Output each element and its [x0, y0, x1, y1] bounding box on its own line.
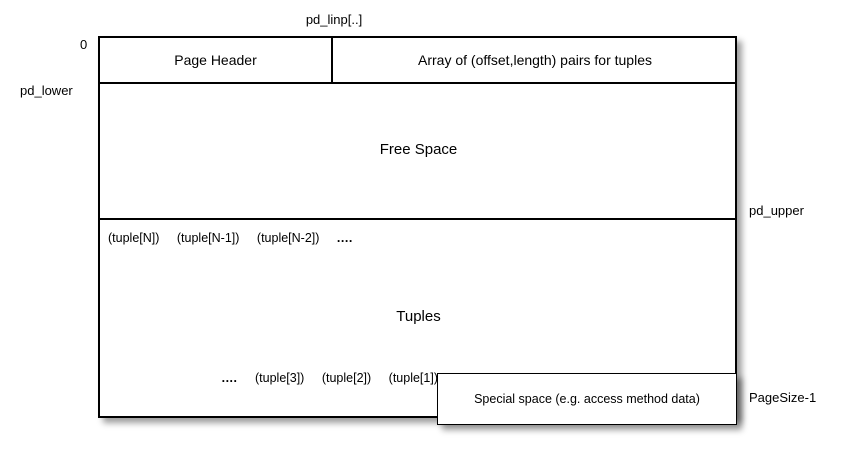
tuple-label: (tuple[N-1]) [176, 231, 240, 245]
annotation-pd-upper: pd_upper [749, 203, 804, 218]
annotation-pd-linp: pd_linp[..] [305, 12, 363, 27]
region-special-space: Special space (e.g. access method data) [437, 373, 737, 425]
divider-pd-lower [100, 82, 735, 84]
annotation-offset-zero: 0 [80, 37, 88, 52]
divider-pd-upper [100, 218, 735, 220]
annotation-page-size-end: PageSize-1 [749, 390, 817, 405]
tuple-label: (tuple[3]) [255, 371, 305, 385]
region-tuples: Tuples [396, 308, 441, 325]
tuple-label: (tuple[N-2]) [256, 231, 320, 245]
page-box: Page Header Array of (offset,length) pai… [98, 36, 737, 418]
divider-header-linp [331, 38, 333, 82]
region-page-header: Page Header [174, 52, 257, 68]
tuple-ellipsis: .... [336, 231, 353, 245]
region-free-space: Free Space [379, 141, 458, 158]
tuple-list-top: (tuple[N]) (tuple[N-1]) (tuple[N-2]) ...… [108, 232, 353, 245]
region-linp-array: Array of (offset,length) pairs for tuple… [418, 52, 652, 68]
tuple-list-bottom: .... (tuple[3]) (tuple[2]) (tuple[1]) [108, 372, 438, 385]
tuple-label: (tuple[2]) [321, 371, 372, 385]
tuple-label: (tuple[N]) [108, 231, 160, 245]
tuple-ellipsis: .... [221, 371, 238, 385]
annotation-pd-lower: pd_lower [20, 83, 73, 98]
tuple-label: (tuple[1]) [388, 371, 438, 385]
